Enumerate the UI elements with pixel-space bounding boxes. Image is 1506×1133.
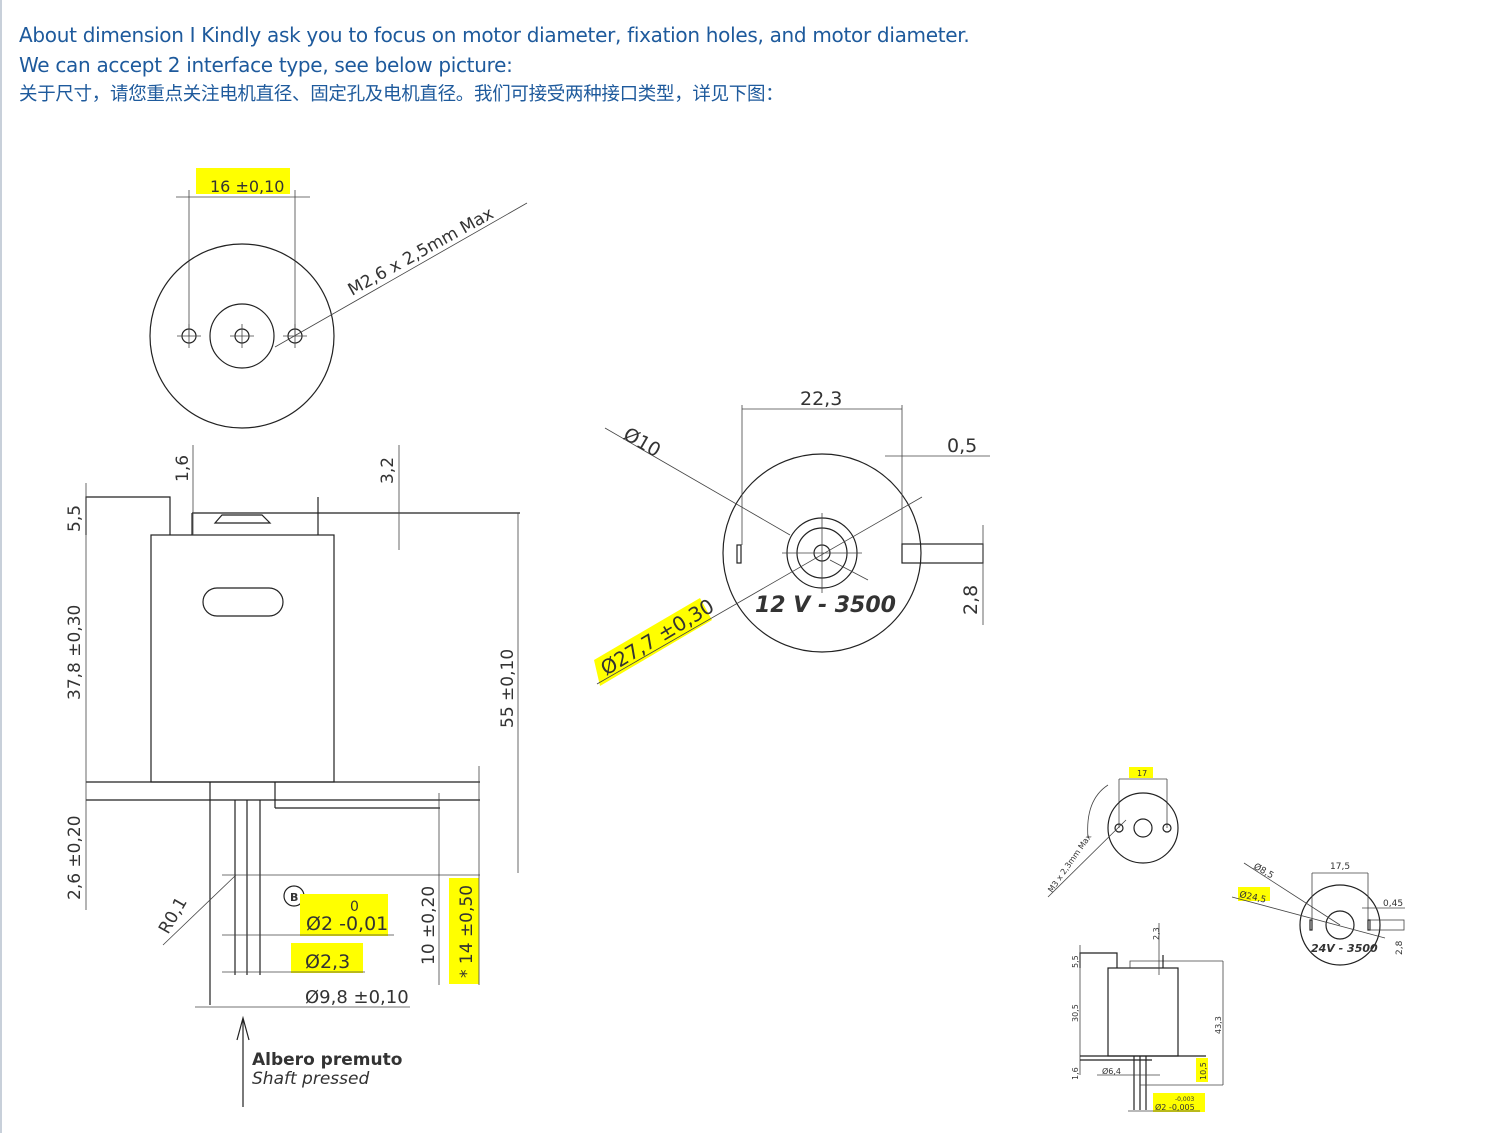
shaft-dia-dim: Ø2 -0,005 — [1155, 1102, 1195, 1112]
dia-2-3-dim: Ø2,3 — [305, 951, 350, 973]
shaft-length-dim: 10,5 — [1199, 1062, 1208, 1080]
dim-0-45: 0,45 — [1383, 899, 1403, 909]
hole-spacing-label: 17 — [1137, 769, 1147, 778]
dim-5-5: 5,5 — [1071, 955, 1080, 968]
total-length-dim: 55 ±0,10 — [498, 649, 518, 728]
body-length-dim: 37,8 ±0,30 — [65, 605, 85, 700]
rating-label: 24V - 3500 — [1311, 942, 1378, 955]
dim-1-6: 1,6 — [173, 455, 193, 482]
drawing2-top-view: 17 M3 x 2,3mm Max — [1046, 767, 1179, 898]
drawing2-front-view: 17,5 Ø8,5 Ø24,5 0,45 2,8 24V - 3500 — [1231, 861, 1405, 966]
highlight — [1238, 887, 1270, 901]
intro-text: About dimension I Kindly ask you to focu… — [19, 20, 970, 110]
note-english: Shaft pressed — [252, 1069, 369, 1089]
thread-label: M3 x 2,3mm Max — [1046, 832, 1093, 894]
dim-1-6: 1,6 — [1071, 1067, 1080, 1080]
motor-dia-dim: Ø27,7 ±0,30 — [596, 594, 718, 680]
note-italian: Albero premuto — [252, 1050, 402, 1070]
highlight — [594, 598, 712, 686]
hole-spacing-label: 16 ±0,10 — [210, 177, 284, 196]
thread-label: M2,6 x 2,5mm Max — [345, 204, 498, 301]
dim-2-8: 2,8 — [960, 585, 982, 615]
datum-label: B — [290, 891, 298, 904]
dim-0-5: 0,5 — [947, 435, 977, 457]
radius-dim: R0,1 — [155, 894, 192, 938]
highlight — [1129, 767, 1153, 778]
highlight — [300, 894, 388, 936]
rating-label: 12 V - 3500 — [755, 593, 896, 618]
dim-2-3: 2,3 — [1152, 927, 1161, 940]
shaft-tol-upper: -0,003 — [1175, 1096, 1195, 1103]
shaft-dia-dim: Ø2 -0,01 — [306, 913, 388, 935]
dim-5-5: 5,5 — [65, 505, 85, 532]
highlight — [1153, 1093, 1205, 1112]
highlight — [291, 943, 363, 973]
total-length-dim: 43,3 — [1214, 1016, 1223, 1034]
dia-8-5-dim: Ø8,5 — [1252, 861, 1276, 881]
highlight — [449, 878, 479, 984]
flange-dim: 2,6 ±0,20 — [65, 815, 85, 900]
dim-10: 10 ±0,20 — [419, 886, 439, 965]
drawing1-front-view: 22,3 0,5 2,8 Ø10 Ø27,7 ±0,30 12 V - 3500 — [594, 388, 990, 686]
drawing1-side-view: 5,5 37,8 ±0,30 2,6 ±0,20 1,6 3,2 55 ±0,1… — [65, 445, 520, 1107]
body-length-dim: 30,5 — [1071, 1004, 1080, 1022]
highlight — [196, 168, 290, 194]
drawing2-side-view: 5,5 30,5 1,6 2,3 43,3 Ø6,4 10,5 -0,003 Ø… — [1071, 923, 1224, 1112]
left-border — [0, 0, 2, 1133]
shaft-tol-upper: 0 — [350, 899, 359, 915]
dia-10-dim: Ø10 — [620, 423, 665, 462]
dim-3-2: 3,2 — [378, 457, 398, 484]
intro-line-2: We can accept 2 interface type, see belo… — [19, 53, 513, 77]
dia-9-8-dim: Ø9,8 ±0,10 — [305, 987, 409, 1008]
intro-line-1: About dimension I Kindly ask you to focu… — [19, 23, 970, 47]
shaft-length-dim: * 14 ±0,50 — [457, 885, 477, 978]
highlight — [1196, 1058, 1208, 1082]
front-width-dim: 22,3 — [800, 388, 842, 410]
drawing1-top-view: 16 ±0,10 M2,6 x 2,5mm Max — [149, 168, 528, 429]
dia-6-4-dim: Ø6,4 — [1102, 1066, 1121, 1076]
intro-line-3: 关于尺寸，请您重点关注电机直径、固定孔及电机直径。我们可接受两种接口类型，详见下… — [19, 84, 784, 105]
dim-2-8: 2,8 — [1395, 940, 1405, 955]
front-width-dim: 17,5 — [1330, 862, 1350, 872]
